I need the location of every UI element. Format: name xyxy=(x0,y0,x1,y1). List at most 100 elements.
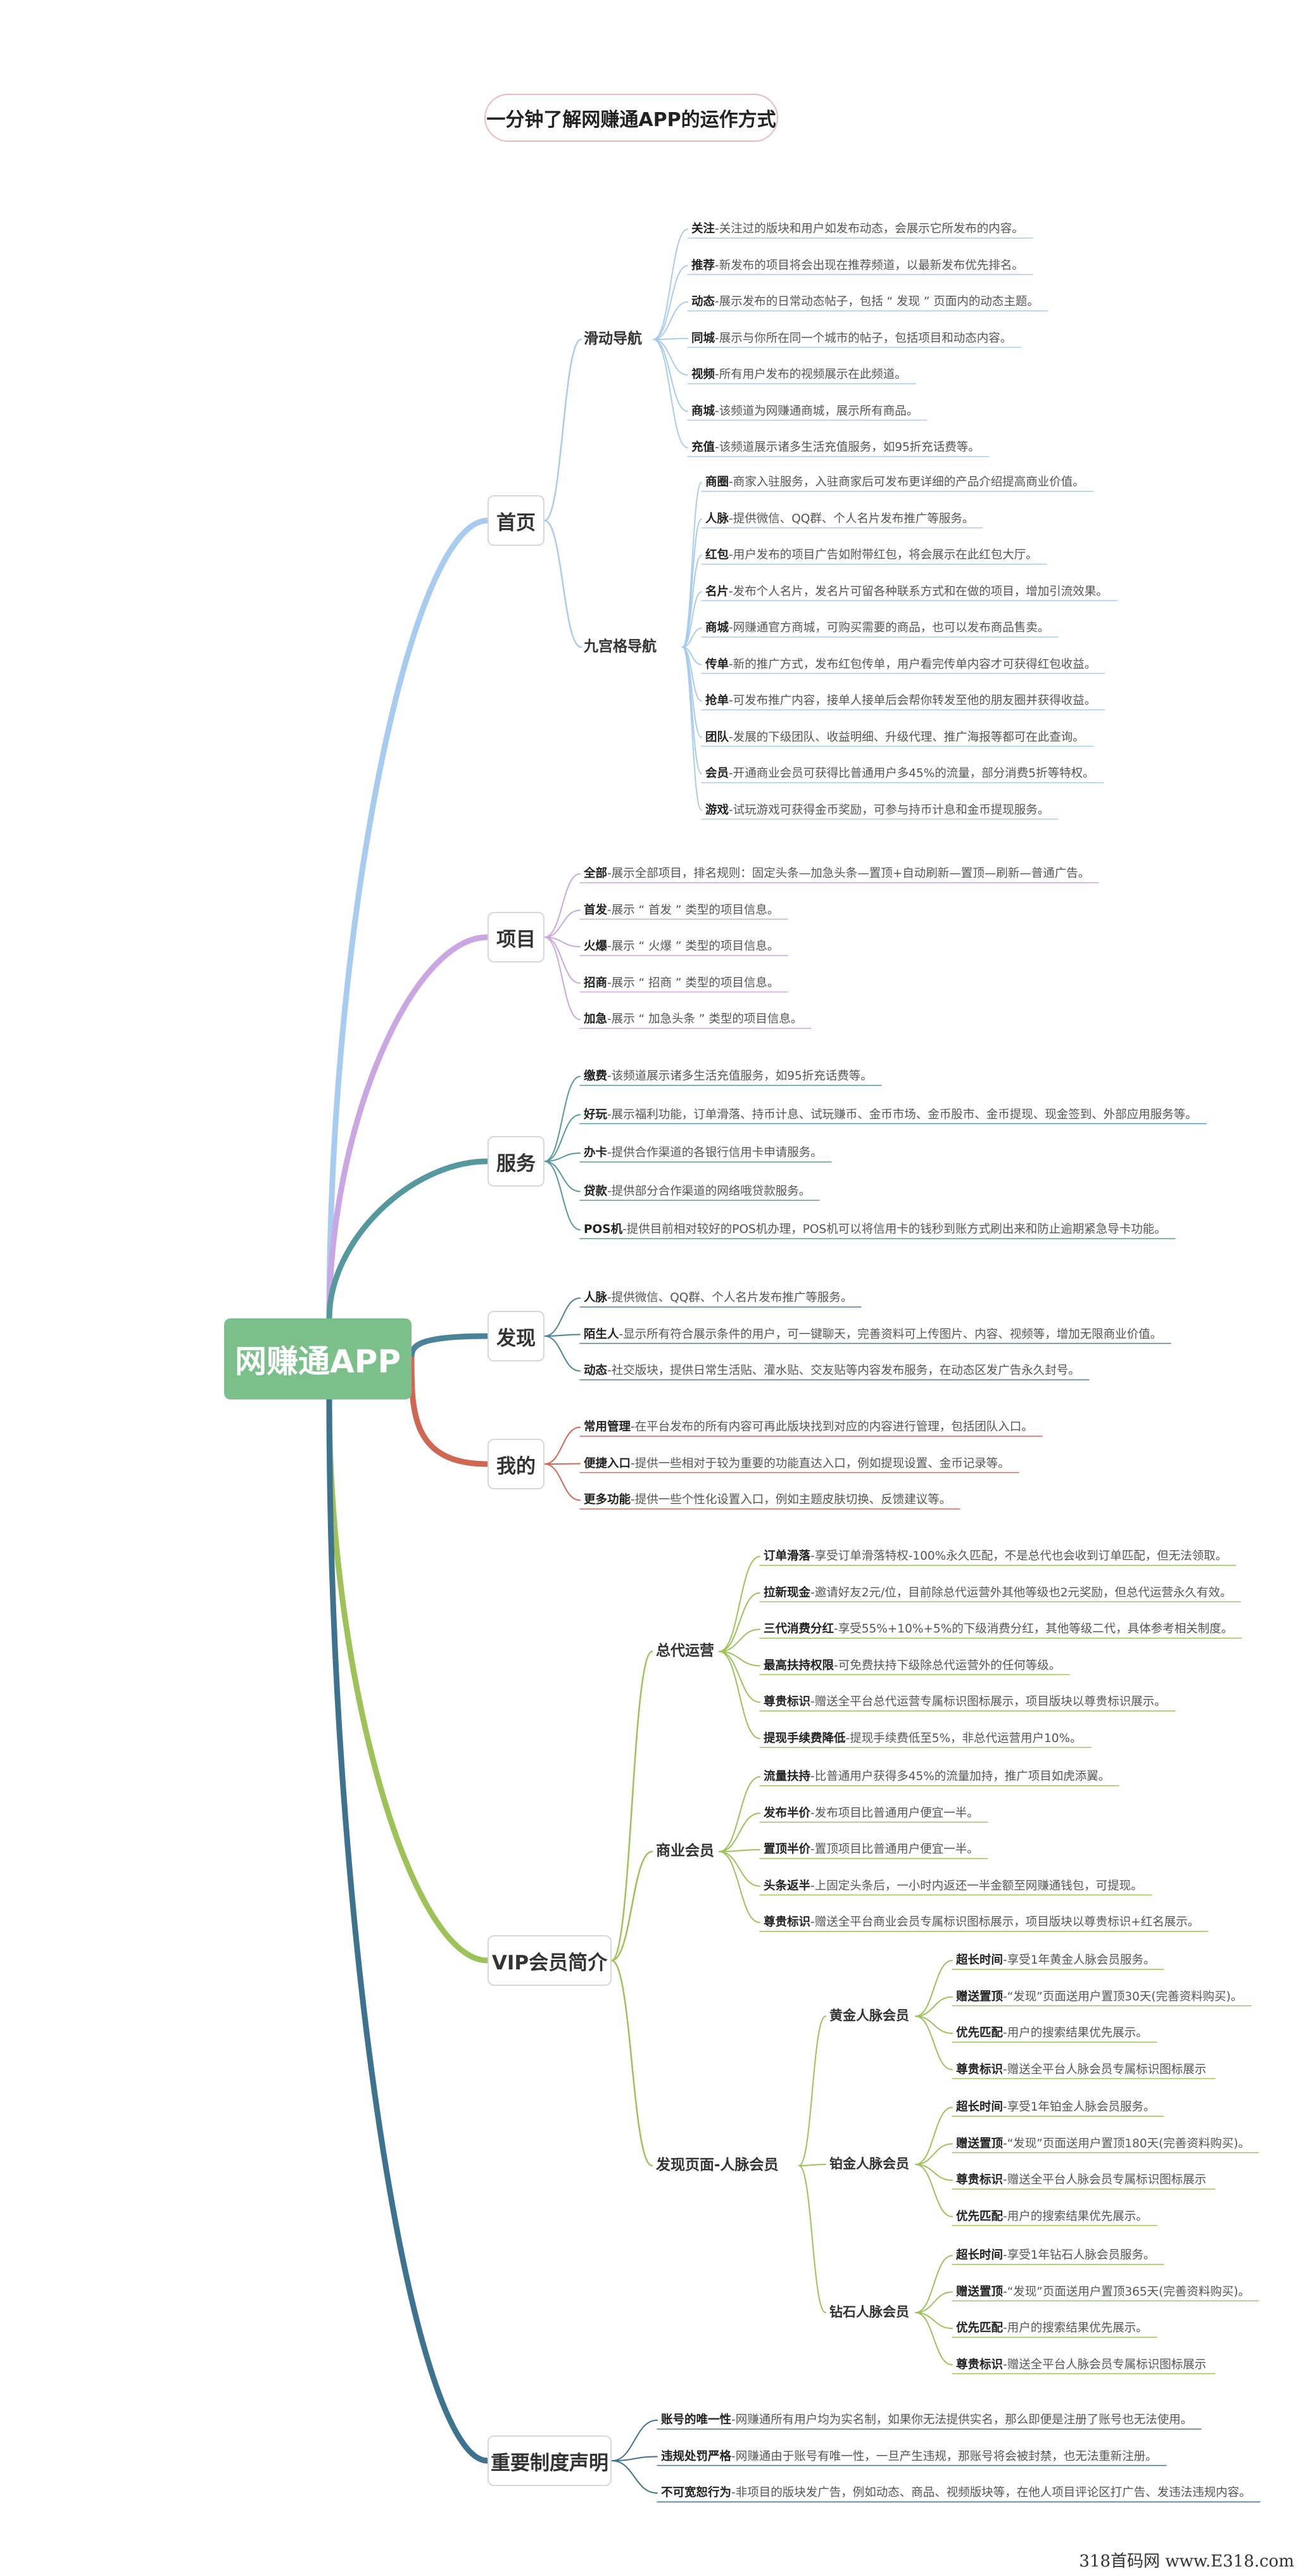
connector-line xyxy=(653,229,688,340)
leaf-key: 超长时间 xyxy=(956,2249,1004,2262)
leaf-key: 游戏 xyxy=(705,803,729,817)
connector-line xyxy=(798,2016,826,2166)
leaf-text: -发布项目比普通用户便宜一半。 xyxy=(810,1806,979,1820)
connector-line xyxy=(719,1849,760,1852)
leaf-item: 招商-展示 “ 招商 ” 类型的项目信息。 xyxy=(584,975,779,992)
leaf-text: -上固定头条后，一小时内返还一半金额至网赚通钱包，可提现。 xyxy=(810,1879,1143,1893)
leaf-key: 常用管理 xyxy=(584,1420,631,1434)
connector-line xyxy=(682,647,702,774)
leaf-text: -在平台发布的所有内容可再此版块找到对应的内容进行管理，包括团队入口。 xyxy=(631,1420,1033,1434)
connector-line xyxy=(408,1333,491,1362)
connector-line xyxy=(610,1850,653,1962)
branch-home: 首页 xyxy=(488,495,544,546)
connector-line xyxy=(544,873,581,938)
leaf-key: 优先匹配 xyxy=(956,2321,1004,2335)
leaf-item: 超长时间-享受1年铂金人脉会员服务。 xyxy=(956,2099,1155,2116)
leaf-text: -提现手续费低至5%，非总代运营用户10%。 xyxy=(845,1731,1082,1745)
leaf-text: -网赚通官方商城，可购买需要的商品，也可以发布商品售卖。 xyxy=(729,621,1050,635)
connector-line xyxy=(653,301,688,340)
leaf-key: 尊贵标识 xyxy=(764,1916,811,1929)
leaf-key: 商城 xyxy=(691,404,715,418)
leaf-text: -该频道为网赚通商城，展示所有商品。 xyxy=(715,404,919,418)
connector-line xyxy=(682,591,702,648)
leaf-key: 最高扶持权限 xyxy=(764,1658,834,1672)
leaf-item: 超长时间-享受1年黄金人脉会员服务。 xyxy=(956,1952,1155,1969)
sub-grid-nav: 九宫格导航 xyxy=(584,638,657,655)
leaf-item: 游戏-试玩游戏可获得金币奖励，可参与持币计息和金币提现服务。 xyxy=(705,802,1049,819)
leaf-key: 优先匹配 xyxy=(956,2209,1004,2223)
leaf-text: -该频道展示诸多生活充值服务，如95折充话费等。 xyxy=(715,441,980,454)
connector-line xyxy=(611,2456,658,2461)
leaf-text: -享受55%+10%+5%的下级消费分红，其他等级二代，具体参考相关制度。 xyxy=(834,1622,1233,1636)
leaf-key: 充值 xyxy=(691,441,715,454)
connector-line xyxy=(544,1427,581,1465)
connector-line xyxy=(915,2016,953,2071)
branch-service: 服务 xyxy=(488,1136,544,1187)
leaf-item: 红包-用户发布的项目广告如附带红包，将会展示在此红包大厅。 xyxy=(705,547,1038,564)
leaf-item: 账号的唯一性-网赚通所有用户均为实名制，如果你无法提供实名，那么即便是注册了账号… xyxy=(661,2412,1192,2428)
leaf-text: -网赚通由于账号有唯一性，一旦产生违规，那账号将会被封禁，也无法重新注册。 xyxy=(731,2449,1157,2463)
leaf-key: 尊贵标识 xyxy=(956,2173,1004,2187)
sub-diamond-member: 钻石人脉会员 xyxy=(829,2304,909,2320)
leaf-text: -发展的下级团队、收益明细、升级代理、推广海报等都可在此查询。 xyxy=(729,730,1085,744)
connector-line xyxy=(544,937,581,947)
leaf-item: 动态-展示发布的日常动态帖子，包括 “ 发现 ” 页面内的动态主题。 xyxy=(691,294,1039,310)
leaf-text: -提供合作渠道的各银行信用卡申请服务。 xyxy=(607,1146,822,1159)
leaf-text: -可免费扶持下级除总代运营外的任何等级。 xyxy=(834,1658,1061,1672)
leaf-item: 赠送置顶-“发现”页面送用户置顶30天(完善资料购买)。 xyxy=(956,1989,1242,2005)
connector-line xyxy=(610,1959,653,2167)
connector-line xyxy=(653,339,688,376)
leaf-text: -展示 “ 招商 ” 类型的项目信息。 xyxy=(607,976,779,990)
leaf-text: -提供微信、QQ群、个人名片发布推广等服务。 xyxy=(729,512,974,526)
sub-general-agent: 总代运营 xyxy=(656,1643,714,1659)
leaf-item: 加急-展示 “ 加急头条 ” 类型的项目信息。 xyxy=(584,1011,802,1028)
leaf-key: 加急 xyxy=(584,1013,608,1026)
connector-line xyxy=(544,1463,581,1465)
leaf-text: -新的推广方式，发布红包传单，用户看完传单内容才可获得红包收益。 xyxy=(729,657,1097,671)
connector-line xyxy=(653,265,688,340)
connector-line xyxy=(653,339,688,448)
connector-line xyxy=(544,1114,581,1162)
leaf-key: 人脉 xyxy=(584,1291,608,1304)
leaf-item: 商城-网赚通官方商城，可购买需要的商品，也可以发布商品售卖。 xyxy=(705,620,1049,636)
leaf-key: 首发 xyxy=(584,903,608,917)
connector-line xyxy=(611,2420,658,2461)
leaf-key: 名片 xyxy=(705,584,729,598)
leaf-text: -展示 “ 首发 ” 类型的项目信息。 xyxy=(607,903,779,917)
connector-line xyxy=(544,909,581,938)
leaf-text: -可发布推广内容，接单人接单后会帮你转发至他的朋友圈并获得收益。 xyxy=(729,694,1097,707)
leaf-key: 尊贵标识 xyxy=(956,2062,1004,2076)
leaf-item: 会员-开通商业会员可获得比普通用户多45%的流量，部分消费5折等特权。 xyxy=(705,766,1095,782)
leaf-key: 推荐 xyxy=(691,258,715,272)
leaf-text: -关注过的版块和用户如发布动态，会展示它所发布的内容。 xyxy=(715,222,1024,236)
sub-network-member: 发现页面-人脉会员 xyxy=(656,2157,779,2173)
leaf-key: 赠送置顶 xyxy=(956,2137,1004,2150)
connector-line xyxy=(682,518,702,648)
connector-line xyxy=(544,1335,581,1372)
leaf-key: 人脉 xyxy=(705,512,729,526)
connector-line xyxy=(544,937,581,1020)
leaf-key: 置顶半价 xyxy=(764,1843,811,1856)
leaf-item: 订单滑落-享受订单滑落特权-100%永久匹配，不是总代也会收到订单匹配，但无法领… xyxy=(764,1548,1227,1565)
leaf-text: -用户的搜索结果优先展示。 xyxy=(1003,2209,1148,2223)
sub-gold-member: 黄金人脉会员 xyxy=(829,2008,909,2023)
leaf-item: 商城-该频道为网赚通商城，展示所有商品。 xyxy=(691,403,918,420)
leaf-key: 动态 xyxy=(691,295,715,308)
leaf-text: -非项目的版块发广告，例如动态、商品、视频版块等，在他人项目评论区打广告、发违法… xyxy=(731,2486,1251,2499)
leaf-item: 提现手续费降低-提现手续费低至5%，非总代运营用户10%。 xyxy=(764,1731,1082,1747)
connector-line xyxy=(719,1851,760,1923)
leaf-text: -“发现”页面送用户置顶365天(完善资料购买)。 xyxy=(1003,2285,1250,2299)
leaf-item: 赠送置顶-“发现”页面送用户置顶365天(完善资料购买)。 xyxy=(956,2284,1250,2301)
connector-line xyxy=(326,934,491,1322)
connector-line xyxy=(544,1463,581,1501)
connector-line xyxy=(326,1396,491,2464)
connector-line xyxy=(682,555,702,648)
leaf-key: 超长时间 xyxy=(956,2100,1004,2114)
leaf-item: 尊贵标识-赠送全平台商业会员专属标识图标展示，项目版块以尊贵标识+红名展示。 xyxy=(764,1914,1199,1931)
leaf-key: 会员 xyxy=(705,767,729,780)
connector-line xyxy=(719,1851,760,1887)
leaf-item: 拉新现金-邀请好友2元/位，目前除总代运营外其他等级也2元奖励，但总代运营永久有… xyxy=(764,1585,1231,1601)
leaf-key: 尊贵标识 xyxy=(764,1695,811,1708)
leaf-key: 传单 xyxy=(705,657,729,671)
